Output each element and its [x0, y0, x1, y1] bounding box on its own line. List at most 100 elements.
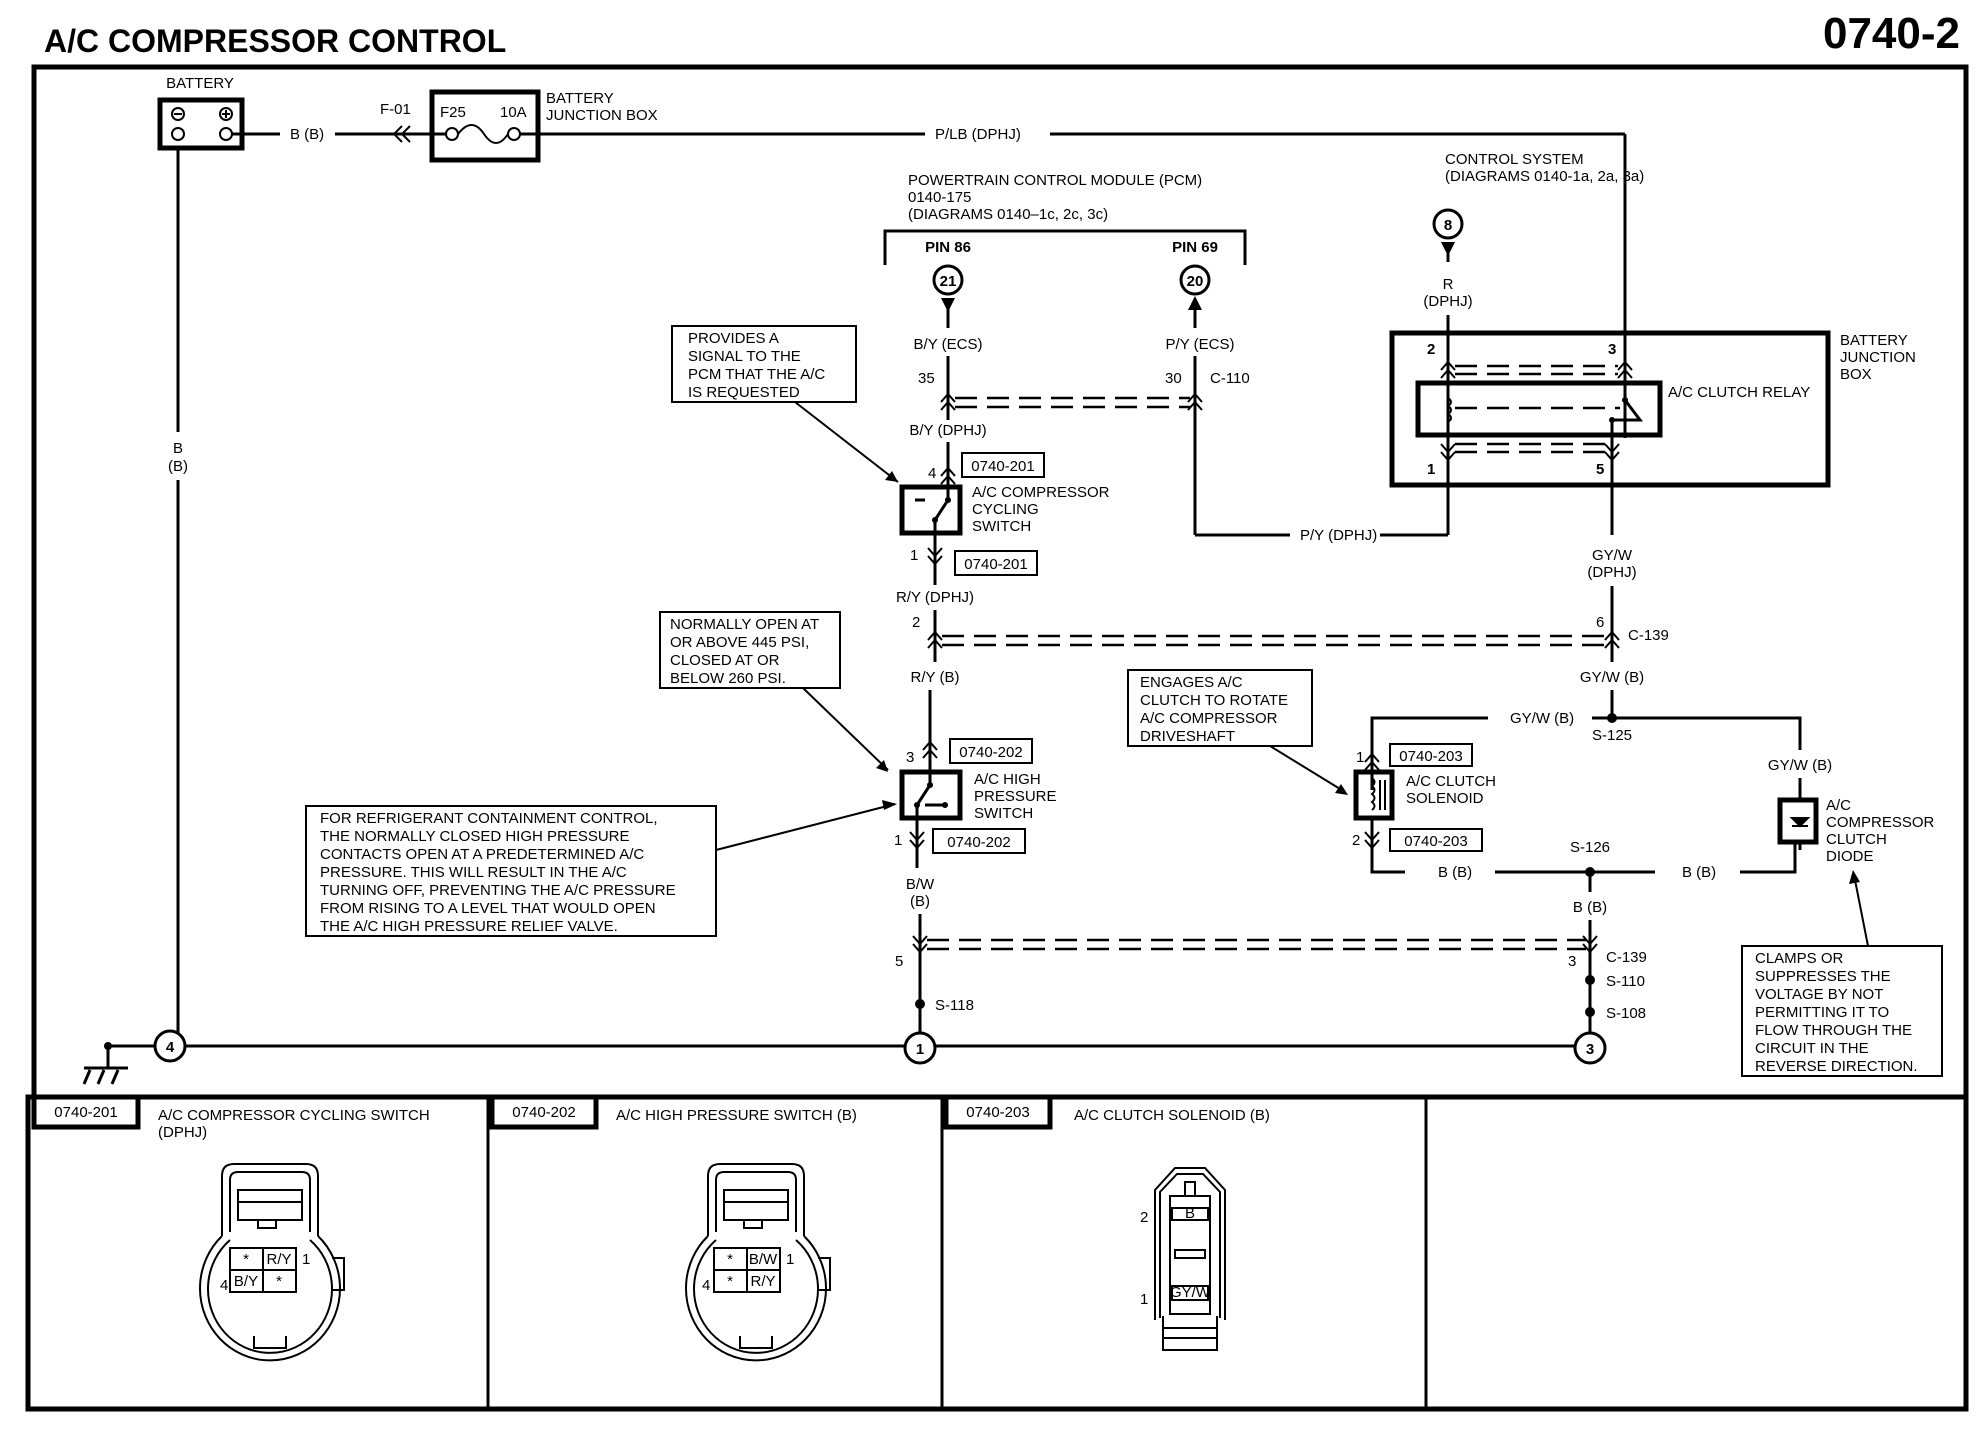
- diode-line1: A/C: [1826, 797, 1851, 814]
- note-refrigerant-line: FROM RISING TO A LEVEL THAT WOULD OPEN: [320, 900, 656, 917]
- relay-pin-2: 2: [1427, 341, 1435, 358]
- pcm-line3: (DIAGRAMS 0140–1c, 2c, 3c): [908, 206, 1108, 223]
- panel1-cell: *: [276, 1273, 282, 1290]
- battery-label: BATTERY: [166, 75, 234, 92]
- ref-0740-201-bottom-text: 0740-201: [964, 556, 1027, 573]
- hp-switch-icon: [899, 769, 963, 821]
- panel1-pin-left: 4: [220, 1277, 228, 1294]
- bjb-line2: JUNCTION: [1840, 349, 1916, 366]
- note-refrigerant-line: THE NORMALLY CLOSED HIGH PRESSURE: [320, 828, 630, 845]
- c139-pin-b: 6: [1596, 614, 1604, 631]
- wire-label-r-1: R: [1443, 276, 1454, 293]
- arrow-down-icon: [1441, 242, 1455, 256]
- note-cycling-line: PROVIDES A: [688, 330, 779, 347]
- ref-0740-201-top-text: 0740-201: [971, 458, 1034, 475]
- clutch-solenoid-icon: [1353, 769, 1395, 821]
- solenoid-line1: A/C CLUTCH: [1406, 773, 1496, 790]
- wire-label-by-dphj: B/Y (DPHJ): [909, 422, 986, 439]
- wire-label-by-ecs: B/Y (ECS): [914, 336, 983, 353]
- pcm-pin-b: PIN 69: [1172, 239, 1218, 256]
- fuse-rating: 10A: [500, 104, 527, 121]
- note-refrigerant-line: CONTACTS OPEN AT A PREDETERMINED A/C: [320, 846, 644, 863]
- panel3-pin-top: 2: [1140, 1209, 1148, 1226]
- splice-s108-label: S-108: [1606, 1005, 1646, 1022]
- ground-1-text: 1: [916, 1041, 924, 1058]
- note-diode-line: REVERSE DIRECTION.: [1755, 1058, 1918, 1075]
- ref-circle-8: [1432, 208, 1464, 240]
- ground-3: [1573, 1031, 1607, 1065]
- note-hp-open-line: NORMALLY OPEN AT: [670, 616, 819, 633]
- splice-s118-label: S-118: [935, 997, 974, 1014]
- splice-s118: [915, 999, 925, 1009]
- connector-arrow-icon: [392, 125, 411, 143]
- page-number: 0740-2: [1823, 9, 1960, 58]
- note-solenoid: [1127, 669, 1313, 747]
- splice-s110: [1585, 975, 1595, 985]
- connector-0740-203-icon: [1154, 1167, 1226, 1351]
- control-system-line2: (DIAGRAMS 0140-1a, 2a, 3a): [1445, 168, 1644, 185]
- hp-pin-bottom: 1: [894, 832, 902, 849]
- panel2-title: A/C HIGH PRESSURE SWITCH (B): [616, 1107, 857, 1124]
- panel1-pin-right: 1: [302, 1251, 310, 1268]
- pcm-line2: 0140-175: [908, 189, 971, 206]
- cycling-line3: SWITCH: [972, 518, 1031, 535]
- panel3-pin-bottom: 1: [1140, 1291, 1148, 1308]
- hp-line2: PRESSURE: [974, 788, 1057, 805]
- panel3-cell: GY/W: [1170, 1284, 1211, 1301]
- ref-box-0740-203-top: [1389, 743, 1473, 767]
- ground-4: [153, 1029, 187, 1063]
- splice-s110-label: S-110: [1606, 973, 1645, 990]
- note-cycling: [671, 325, 857, 403]
- cycling-switch-icon: [899, 484, 963, 536]
- solenoid-pin-top: 1: [1356, 749, 1364, 766]
- clutch-diode-icon: [1777, 797, 1819, 845]
- wire-label-gyw-b-vert: GY/W (B): [1580, 669, 1644, 686]
- panel1-cell: *: [243, 1251, 249, 1268]
- connector-views-panel: [25, 1094, 1969, 1412]
- bjb-line1: BATTERY: [1840, 332, 1908, 349]
- note-cycling-line: PCM THAT THE A/C: [688, 366, 825, 383]
- note-hp-open-line: OR ABOVE 445 PSI,: [670, 634, 809, 651]
- fuse-id: F25: [440, 104, 466, 121]
- cycling-line1: A/C COMPRESSOR: [972, 484, 1110, 501]
- note-diode: [1741, 945, 1943, 1077]
- fuse-connector-label: F-01: [380, 101, 411, 118]
- splice-s108: [1585, 1007, 1595, 1017]
- note-refrigerant-line: THE A/C HIGH PRESSURE RELIEF VALVE.: [320, 918, 618, 935]
- cycling-pin-bottom: 1: [910, 547, 918, 564]
- c139-bot-label: C-139: [1606, 949, 1647, 966]
- solenoid-line2: SOLENOID: [1406, 790, 1484, 807]
- pcm-bracket: [883, 229, 1247, 265]
- panel1-ref: 0740-201: [54, 1104, 117, 1121]
- arrow-up-icon: [1188, 296, 1202, 310]
- wire-label-ry-dphj: R/Y (DPHJ): [896, 589, 974, 606]
- ground-icon: [82, 1066, 128, 1085]
- c110-label: C-110: [1210, 370, 1250, 387]
- c139-pin-a: 2: [912, 614, 920, 631]
- note-diode-line: VOLTAGE BY NOT: [1755, 986, 1883, 1003]
- note-diode-line: CIRCUIT IN THE: [1755, 1040, 1869, 1057]
- fuse-location-line1: BATTERY: [546, 90, 614, 107]
- ref-tag-0740-201: [31, 1094, 141, 1130]
- panel3-title: A/C CLUTCH SOLENOID (B): [1074, 1107, 1270, 1124]
- wire-label-bw-1: B/W: [906, 876, 935, 893]
- ref-box-0740-201-bottom: [954, 550, 1038, 576]
- relay-pin-3: 3: [1608, 341, 1616, 358]
- panel2-ref: 0740-202: [512, 1104, 575, 1121]
- solenoid-pin-bottom: 2: [1352, 832, 1360, 849]
- panel2-cell: *: [727, 1273, 733, 1290]
- note-diode-line: FLOW THROUGH THE: [1755, 1022, 1912, 1039]
- wire-label-batt-ground-1: B: [173, 440, 183, 457]
- cycling-pin-top: 4: [928, 465, 936, 482]
- panel2-cell: B/W: [749, 1251, 778, 1268]
- panel2-cell: R/Y: [750, 1273, 775, 1290]
- relay-coil-icon: [1446, 397, 1452, 423]
- wire-label-gyw-dphj-2: (DPHJ): [1587, 564, 1636, 581]
- diode-line3: CLUTCH: [1826, 831, 1887, 848]
- panel1-title: A/C COMPRESSOR CYCLING SWITCH: [158, 1107, 430, 1124]
- note-solenoid-line: ENGAGES A/C: [1140, 674, 1243, 691]
- wire-label-batt-ground-2: (B): [168, 458, 188, 475]
- c110-pin-b: 30: [1165, 370, 1182, 387]
- wire-label-bb-vert: B (B): [1573, 899, 1607, 916]
- panel1-cell: B/Y: [234, 1273, 258, 1290]
